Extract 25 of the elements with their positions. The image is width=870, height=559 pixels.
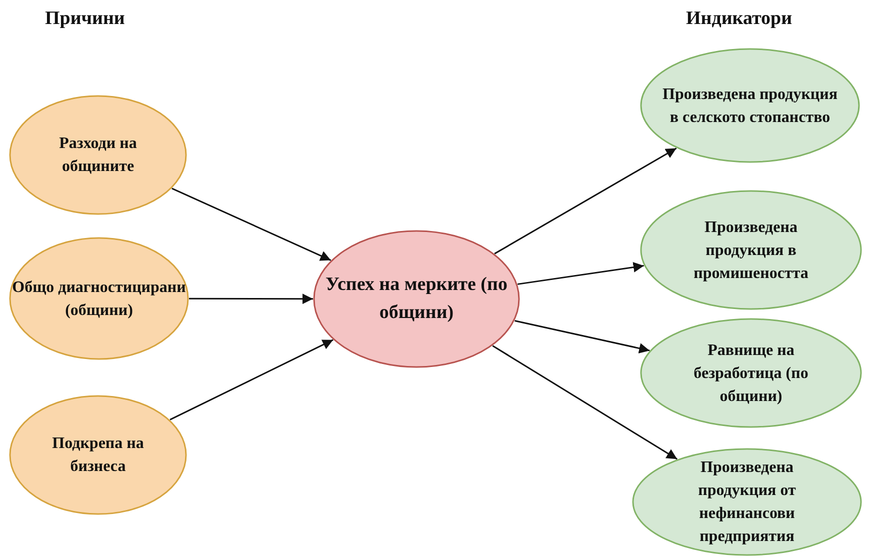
ellipse-node — [632, 448, 862, 556]
column-heading: Индикатори — [686, 8, 792, 30]
node-text: Подкрепа на бизнеса — [51, 434, 145, 477]
arrow — [514, 320, 650, 354]
arrow — [494, 148, 677, 254]
arrow — [170, 339, 334, 420]
node-text: Произведена продукция в селското стопанство — [662, 84, 838, 128]
node-text: Равнище на безработица (по общини) — [692, 340, 810, 406]
ellipse-node — [640, 318, 862, 428]
node-text: Произведена продукция в промишеността — [692, 218, 810, 284]
arrow — [189, 294, 313, 304]
ellipse-node — [9, 95, 187, 215]
node-text: Успех на мерките (по общини) — [324, 273, 508, 325]
arrow — [492, 345, 678, 460]
node-text: Произведена продукция от нефинансови предприятия — [697, 458, 797, 547]
arrow — [517, 262, 644, 285]
ellipse-node — [9, 395, 187, 515]
ellipse-node — [313, 230, 520, 368]
column-heading: Причини — [45, 8, 125, 30]
node-text: Общо диагностицирани (общини) — [12, 278, 186, 320]
arrow — [172, 188, 332, 261]
ellipse-node — [9, 237, 189, 360]
ellipse-node — [640, 48, 860, 163]
ellipse-node — [640, 190, 862, 310]
node-text: Разходи на общините — [58, 134, 138, 177]
